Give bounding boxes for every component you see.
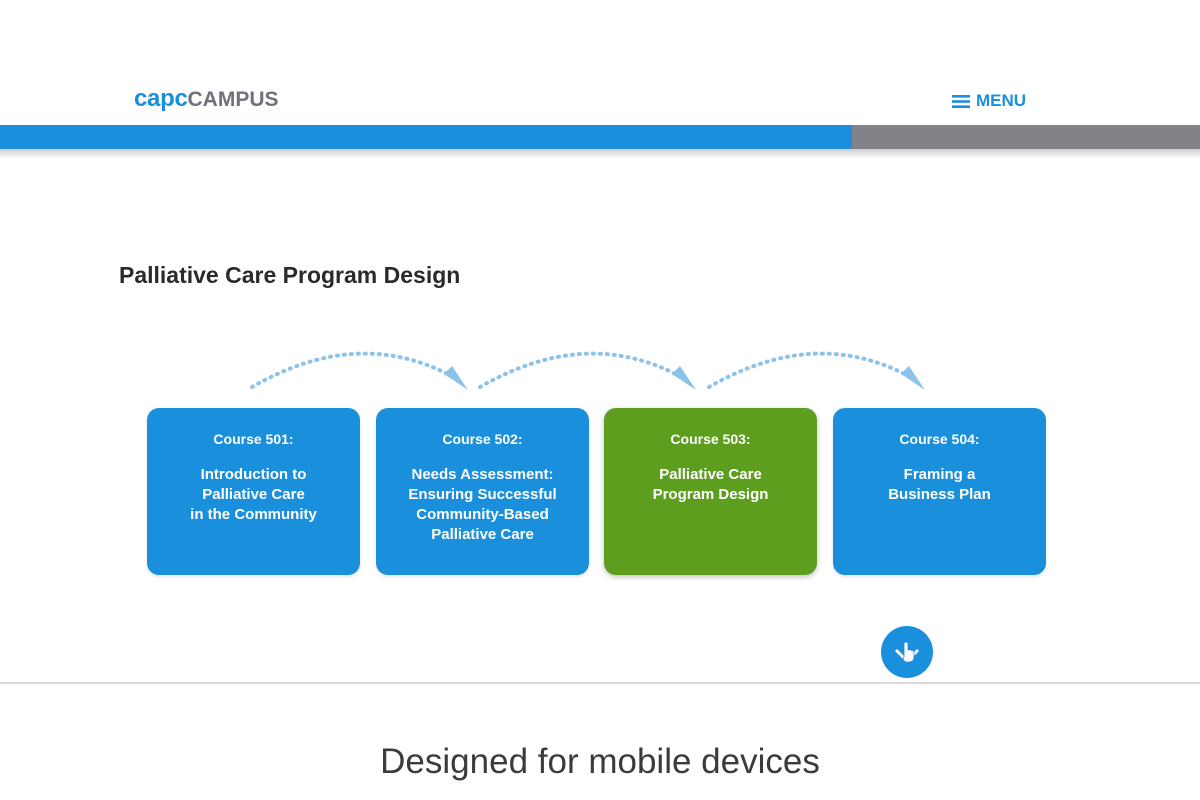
progress-shadow xyxy=(0,149,1200,159)
course-name: Needs Assessment: Ensuring Successful Co… xyxy=(408,466,557,543)
tap-hand-icon xyxy=(894,641,920,663)
course-number: Course 501: xyxy=(213,431,294,447)
course-number: Course 504: xyxy=(899,431,980,447)
course-card-502[interactable]: Course 502: Needs Assessment: Ensuring S… xyxy=(376,408,589,575)
page-title: Palliative Care Program Design xyxy=(119,262,461,288)
course-card-501[interactable]: Course 501: Introduction to Palliative C… xyxy=(147,408,360,575)
header: capcCAMPUS MENU xyxy=(0,0,1200,125)
hamburger-icon xyxy=(952,94,970,108)
app-frame: capcCAMPUS MENU Palliative Care Program … xyxy=(0,0,1200,678)
scroll-down-button[interactable] xyxy=(881,626,933,678)
logo-primary-text: capc xyxy=(134,85,188,112)
dotted-arrow-icon xyxy=(707,351,925,390)
course-card-504[interactable]: Course 504: Framing a Business Plan xyxy=(833,408,1046,575)
course-card-503[interactable]: Course 503: Palliative Care Program Desi… xyxy=(604,408,817,575)
course-connectors xyxy=(250,351,925,390)
progress-fill xyxy=(0,125,852,149)
caption: Designed for mobile devices xyxy=(380,742,820,781)
logo[interactable]: capcCAMPUS xyxy=(134,84,279,115)
course-name: Palliative Care Program Design xyxy=(652,466,769,503)
dotted-arrow-icon xyxy=(478,351,696,390)
dotted-arrow-icon xyxy=(250,351,468,390)
logo-secondary-text: CAMPUS xyxy=(187,88,279,111)
course-number: Course 502: xyxy=(442,431,523,447)
course-name: Framing a Business Plan xyxy=(888,466,991,503)
course-name: Introduction to Palliative Care in the C… xyxy=(190,466,317,523)
progress-bar xyxy=(0,125,1200,149)
frame-divider xyxy=(0,682,1200,684)
menu-button[interactable]: MENU xyxy=(952,90,1026,112)
course-number: Course 503: xyxy=(670,431,751,447)
menu-label: MENU xyxy=(976,91,1027,110)
